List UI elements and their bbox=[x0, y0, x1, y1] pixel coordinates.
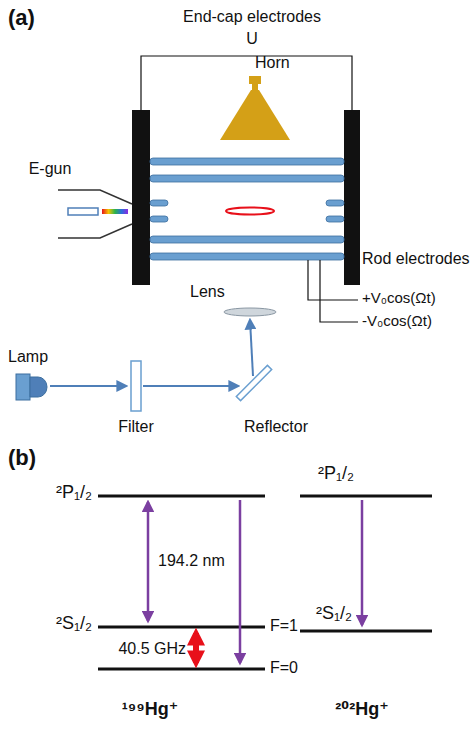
endcap-right bbox=[344, 110, 360, 285]
light-beam bbox=[50, 320, 253, 386]
part-name: Reflector bbox=[244, 418, 308, 436]
reflector bbox=[236, 365, 271, 400]
energy-level bbox=[98, 496, 432, 669]
rf-wire bbox=[320, 260, 358, 322]
panel-letter: (a) bbox=[8, 6, 35, 30]
part-name: Lens bbox=[190, 283, 225, 301]
horn bbox=[220, 76, 290, 140]
microwave-transition bbox=[193, 633, 199, 663]
filter bbox=[131, 361, 141, 411]
frequency: 40.5 GHz bbox=[118, 640, 186, 658]
wavelength: 194.2 nm bbox=[158, 552, 225, 570]
endcap-left bbox=[132, 110, 150, 285]
level-name: ²P₁/₂ bbox=[318, 464, 354, 484]
part-name: Rod electrodes bbox=[362, 250, 470, 268]
level-name: ²S₁/₂ bbox=[316, 604, 352, 624]
level-name: ²P₁/₂ bbox=[56, 483, 92, 503]
optical-transition bbox=[148, 500, 362, 663]
part-name: E-gun bbox=[29, 160, 72, 178]
part-name: Lamp bbox=[8, 348, 48, 366]
signal-name: +V₀cos(Ωt) bbox=[362, 290, 436, 307]
hyperfine-level: F=1 bbox=[270, 617, 298, 635]
rod-electrodes bbox=[150, 158, 344, 260]
voltage-name: U bbox=[246, 30, 258, 48]
ion-cloud bbox=[226, 208, 274, 215]
signal-name: -V₀cos(Ωt) bbox=[362, 313, 432, 330]
part-name: Filter bbox=[118, 418, 154, 436]
level-name: ²S₁/₂ bbox=[56, 614, 92, 634]
e-gun bbox=[58, 190, 132, 238]
panel-letter: (b) bbox=[8, 446, 36, 470]
rf-wire bbox=[308, 260, 358, 300]
hyperfine-level: F=0 bbox=[270, 659, 298, 677]
lamp bbox=[16, 374, 47, 400]
ion-name: ¹⁹⁹Hg⁺ bbox=[122, 700, 179, 720]
part-name: End-cap electrodes bbox=[183, 8, 321, 26]
lens bbox=[224, 308, 276, 316]
part-name: Horn bbox=[255, 54, 290, 72]
ion-name: ²⁰²Hg⁺ bbox=[335, 700, 388, 720]
